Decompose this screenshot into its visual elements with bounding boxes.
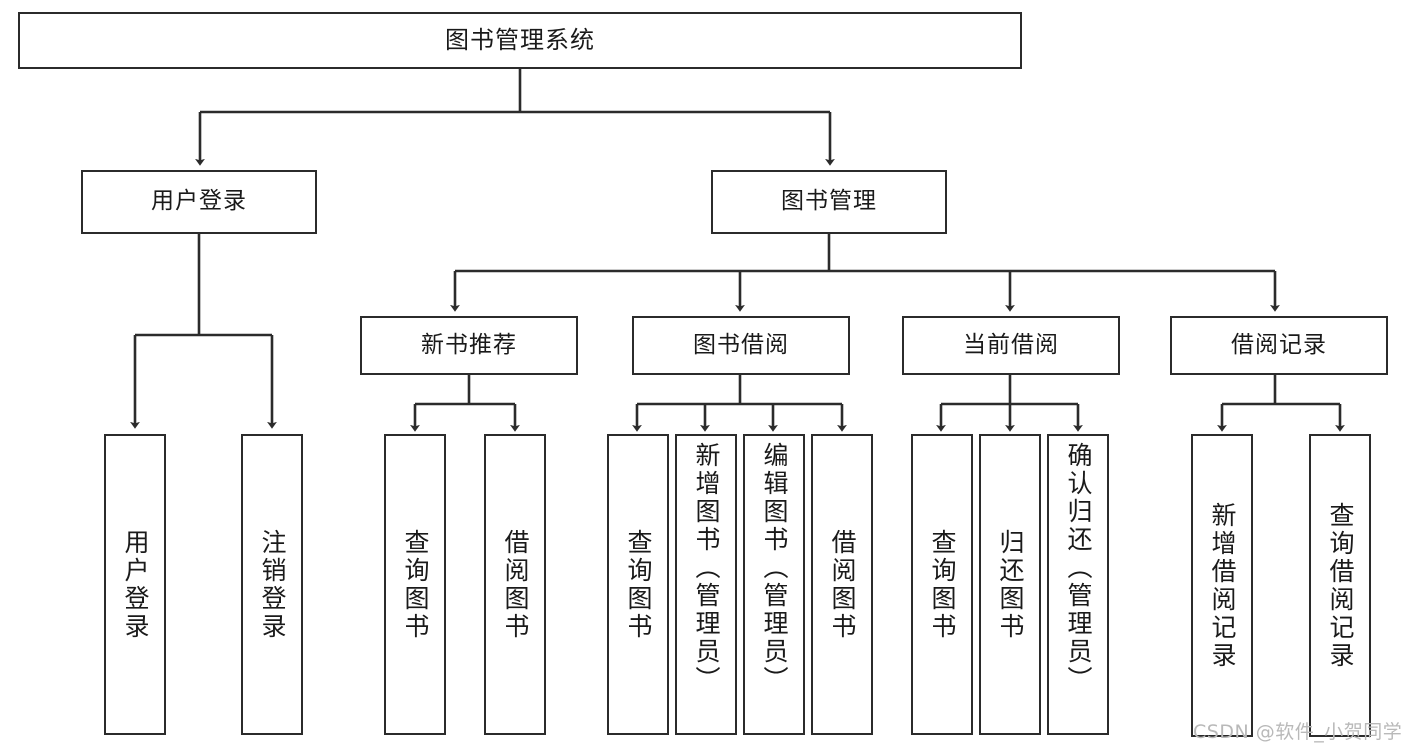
node-label: 图书借阅 (693, 331, 789, 358)
node-label: 当前借阅 (963, 331, 1059, 358)
node-label: 图书管理 (781, 188, 877, 215)
node-label: 查询图书 (624, 528, 653, 641)
node-leaf-add-borrow-record[interactable]: 新增借阅记录 (1191, 434, 1253, 737)
node-label: 查询图书 (928, 528, 957, 641)
node-label: 查询图书 (401, 528, 430, 641)
node-leaf-query-borrow-record[interactable]: 查询借阅记录 (1309, 434, 1371, 737)
node-user-login[interactable]: 用户登录 (81, 170, 317, 234)
node-book-manage[interactable]: 图书管理 (711, 170, 947, 234)
node-label: 借阅图书 (828, 528, 857, 641)
node-label: 归还图书 (996, 528, 1025, 641)
node-borrow-record[interactable]: 借阅记录 (1170, 316, 1388, 375)
node-label: 新书推荐 (421, 331, 517, 358)
node-label: 新增借阅记录 (1208, 501, 1237, 670)
node-leaf-query-book-current[interactable]: 查询图书 (911, 434, 973, 735)
node-leaf-return-book[interactable]: 归还图书 (979, 434, 1041, 735)
node-leaf-edit-book-admin[interactable]: 编辑图书（管理员） (743, 434, 805, 735)
node-label: 注销登录 (258, 528, 287, 641)
node-leaf-user-login[interactable]: 用户登录 (104, 434, 166, 735)
node-leaf-add-book-admin[interactable]: 新增图书（管理员） (675, 434, 737, 735)
node-leaf-borrow-book-recommend[interactable]: 借阅图书 (484, 434, 546, 735)
node-label: 借阅图书 (501, 528, 530, 641)
node-current-borrow[interactable]: 当前借阅 (902, 316, 1120, 375)
node-leaf-user-logout[interactable]: 注销登录 (241, 434, 303, 735)
node-leaf-query-book-recommend[interactable]: 查询图书 (384, 434, 446, 735)
node-label: 用户登录 (151, 188, 247, 215)
node-label: 用户登录 (121, 528, 150, 641)
node-book-borrow[interactable]: 图书借阅 (632, 316, 850, 375)
node-root-book-management-system[interactable]: 图书管理系统 (18, 12, 1022, 69)
node-new-book-recommend[interactable]: 新书推荐 (360, 316, 578, 375)
node-label: 新增图书（管理员） (692, 442, 721, 694)
node-label: 图书管理系统 (445, 26, 595, 55)
node-label: 确认归还（管理员） (1064, 442, 1093, 694)
node-label: 借阅记录 (1231, 331, 1327, 358)
node-label: 查询借阅记录 (1326, 501, 1355, 670)
node-label: 编辑图书（管理员） (760, 442, 789, 694)
node-leaf-borrow-book[interactable]: 借阅图书 (811, 434, 873, 735)
csdn-watermark: CSDN @软件_小贺同学 (1193, 721, 1403, 743)
node-leaf-confirm-return-admin[interactable]: 确认归还（管理员） (1047, 434, 1109, 735)
node-leaf-query-book-borrow[interactable]: 查询图书 (607, 434, 669, 735)
